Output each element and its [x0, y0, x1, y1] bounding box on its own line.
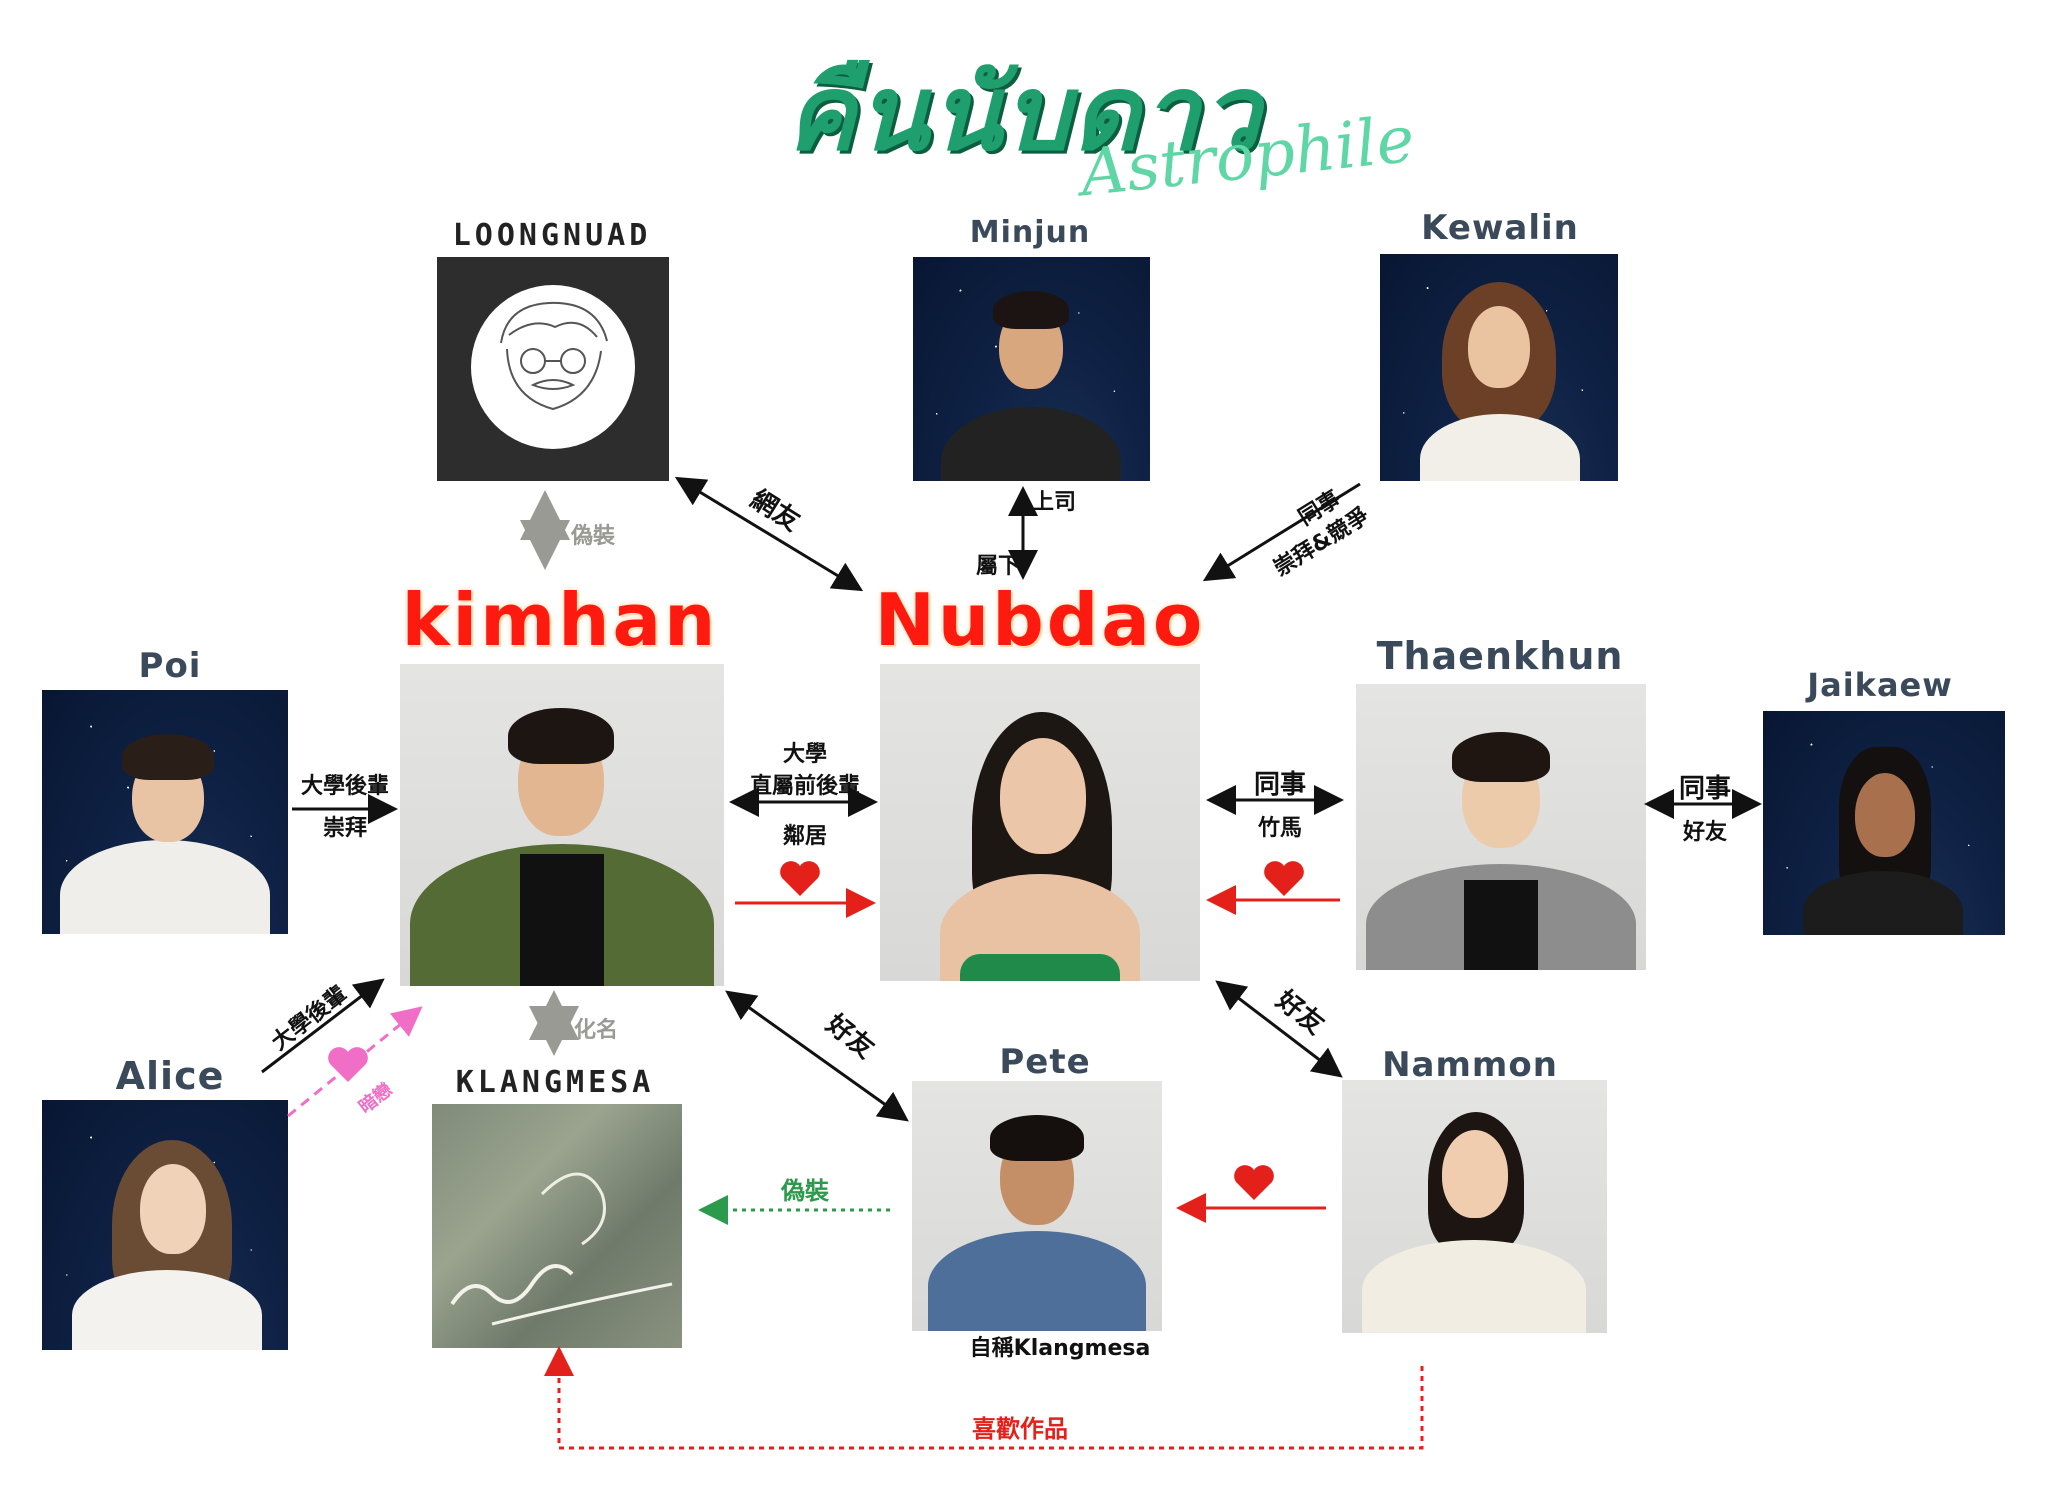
rel-thaenkhun-jaikaew-line1: 同事 [1678, 774, 1731, 804]
rel-loongnuad-kimhan: 偽裝 [570, 524, 615, 549]
name-nammon: Nammon [1382, 1045, 1558, 1085]
rel-thaenkhun-jaikaew-line2: 好友 [1682, 820, 1727, 845]
portrait-jaikaew [1763, 711, 2005, 935]
main-name-nubdao: Nubdao [874, 578, 1206, 662]
heart-icon-nammon-pete [1232, 1162, 1276, 1206]
title-thai: คืนนับดาว [785, 52, 1263, 174]
portrait-kimhan [400, 664, 724, 986]
portrait-thaenkhun [1356, 684, 1646, 970]
portrait-alice [42, 1100, 288, 1350]
portrait-pete [912, 1081, 1162, 1331]
name-jaikaew: Jaikaew [1807, 666, 1953, 704]
painting-klangmesa [432, 1104, 682, 1348]
logo-loongnuad [437, 257, 669, 481]
rel-minjun-down: 屬下 [975, 554, 1020, 579]
name-klangmesa: KLANGMESA [455, 1065, 655, 1100]
caption-pete: 自稱Klangmesa [969, 1336, 1151, 1361]
portrait-nubdao [880, 664, 1200, 981]
rel-kimhan-nubdao-line1: 大學 [782, 742, 827, 767]
name-alice: Alice [115, 1054, 225, 1098]
rel-thaenkhun-nubdao-line1: 同事 [1253, 770, 1306, 800]
portrait-minjun [913, 257, 1150, 481]
name-minjun: Minjun [969, 215, 1091, 250]
rel-kimhan-alias: 化名 [573, 1018, 618, 1043]
heart-icon-kimhan-nubdao [778, 858, 822, 902]
rel-thaenkhun-nubdao-line2: 竹馬 [1257, 816, 1302, 841]
name-loongnuad: LOONGNUAD [452, 218, 652, 253]
name-kewalin: Kewalin [1421, 208, 1579, 248]
name-poi: Poi [138, 646, 202, 686]
portrait-kewalin [1380, 254, 1618, 481]
rel-poi-line2: 崇拜 [322, 816, 367, 841]
rel-kimhan-nubdao-line2: 直屬前後輩 [749, 774, 860, 799]
heart-icon-alice-crush [326, 1044, 370, 1088]
rel-minjun-up: 上司 [1032, 490, 1077, 515]
portrait-poi [42, 690, 288, 934]
rel-kimhan-nubdao-line3: 鄰居 [782, 824, 827, 849]
name-pete: Pete [999, 1042, 1091, 1082]
rel-pete-klangmesa: 偽裝 [781, 1177, 829, 1205]
portrait-nammon [1342, 1080, 1607, 1333]
rel-poi-line1: 大學後輩 [300, 774, 389, 799]
heart-icon-thaenkhun-nubdao [1262, 858, 1306, 902]
name-thaenkhun: Thaenkhun [1376, 634, 1624, 678]
rel-nammon-klangmesa: 喜歡作品 [972, 1415, 1068, 1443]
main-name-kimhan: kimhan [401, 578, 719, 662]
